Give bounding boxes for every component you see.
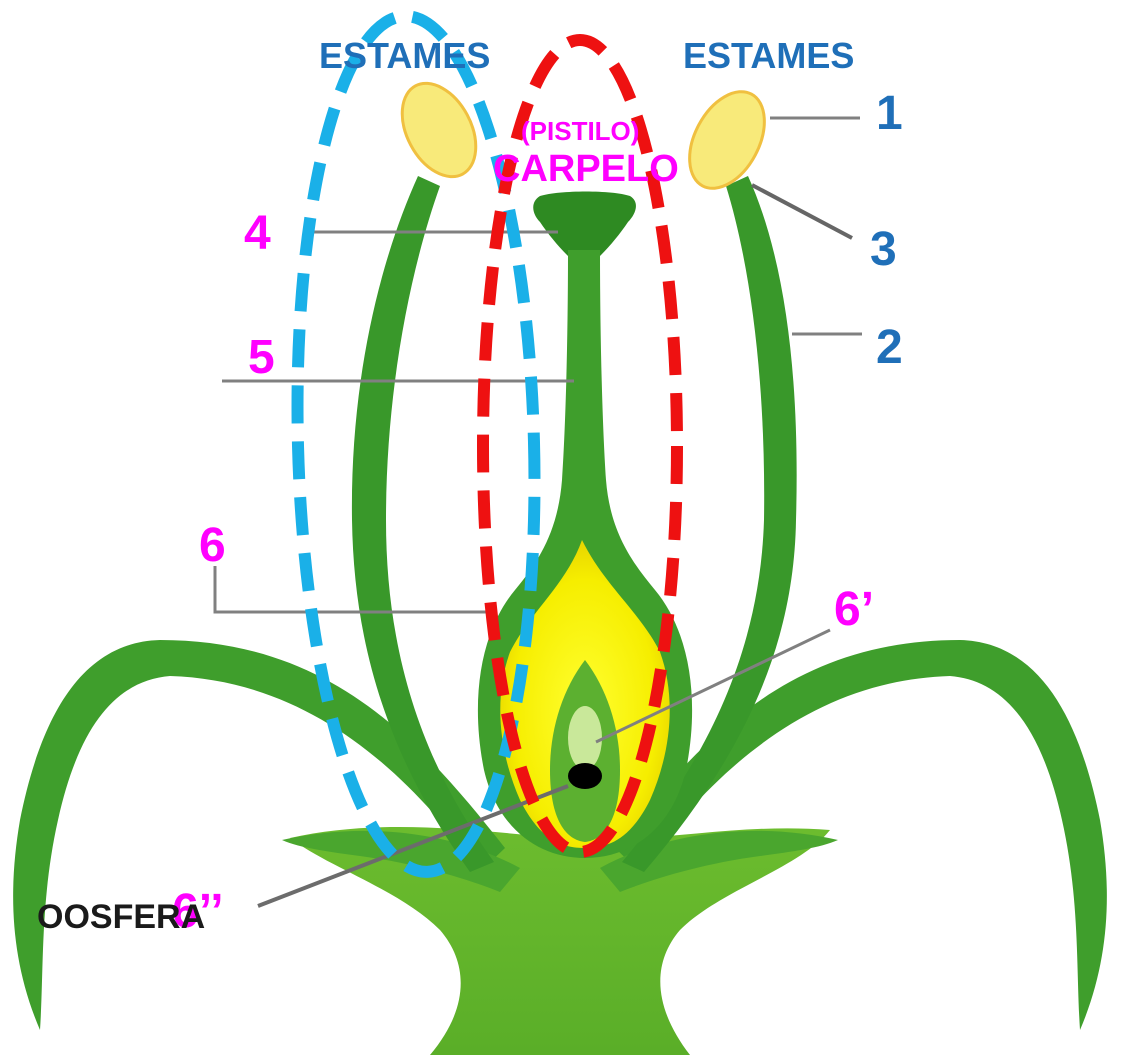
stigma	[533, 192, 636, 257]
anther-right	[674, 79, 779, 201]
leader-6	[215, 566, 488, 612]
oosfera-label: OOSFERA	[37, 900, 205, 934]
stamens-label-right: ESTAMES	[683, 38, 854, 74]
filament-left	[352, 176, 494, 872]
embryo-sac	[568, 706, 602, 770]
number-4-label: 4	[244, 210, 271, 258]
pistil-label: (PISTILO)	[521, 118, 639, 144]
stamens-label-left: ESTAMES	[319, 38, 490, 74]
number-2-label: 2	[876, 324, 903, 372]
number-6-label: 6	[199, 522, 226, 570]
number-1-label: 1	[876, 90, 903, 138]
anther-left	[387, 71, 490, 189]
carpel-label: CARPELO	[493, 150, 679, 188]
number-3-label: 3	[870, 226, 897, 274]
oosfera-dot	[568, 763, 602, 789]
number-6-prime-label: 6’	[834, 586, 874, 634]
number-5-label: 5	[248, 334, 275, 382]
